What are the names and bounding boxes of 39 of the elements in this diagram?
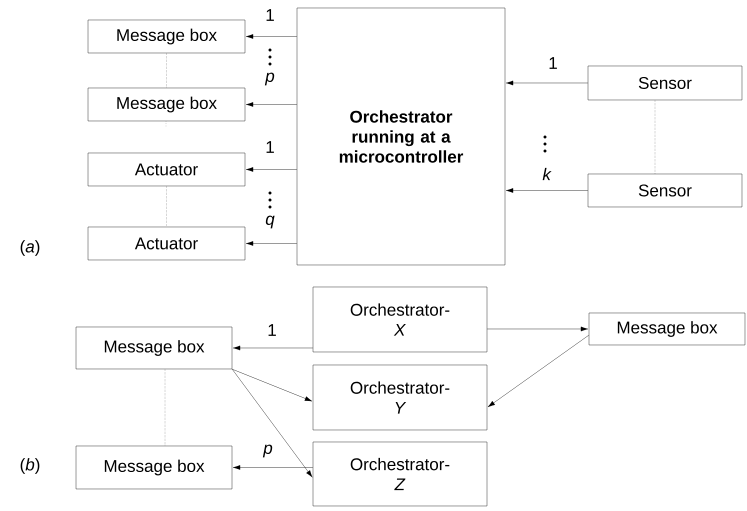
arrow xyxy=(232,346,313,350)
arrow xyxy=(246,102,297,107)
process-box: Actuator xyxy=(88,226,246,260)
arrow xyxy=(246,167,297,172)
arrow xyxy=(506,188,588,193)
arrow xyxy=(488,335,589,408)
edge-label: q xyxy=(266,216,275,228)
arrow xyxy=(487,326,588,332)
panel-label: (a) xyxy=(20,240,40,256)
process-box: Orchestrator- Z xyxy=(312,442,488,506)
process-box: Sensor xyxy=(588,66,742,100)
edge-label: p xyxy=(264,72,274,86)
dotted-line xyxy=(654,100,656,174)
dotted-line xyxy=(166,186,167,227)
arrow xyxy=(232,465,313,470)
edge-label: 1 xyxy=(550,57,557,69)
process-box: Actuator xyxy=(88,152,246,186)
edge-label: 1 xyxy=(266,141,274,153)
process-box: Message box xyxy=(76,326,232,370)
process-box: Message box xyxy=(88,88,246,122)
arrow xyxy=(246,34,297,39)
arrow xyxy=(232,368,312,478)
process-box: Message box xyxy=(76,446,232,490)
orchestrator-box: Orchestrator running at a microcontroller xyxy=(296,8,506,266)
edge-label: 1 xyxy=(268,324,276,336)
edge-label: p xyxy=(262,444,272,458)
process-box: Message box xyxy=(588,312,746,346)
edge-label: k xyxy=(542,168,552,180)
arrow xyxy=(506,80,588,86)
dotted-line xyxy=(164,368,166,446)
dotted-line xyxy=(166,53,167,88)
process-box: Sensor xyxy=(588,174,742,208)
edge-label: 1 xyxy=(266,9,274,21)
process-box: Orchestrator- Y xyxy=(312,364,488,430)
arrow xyxy=(232,368,312,402)
process-box: Message box xyxy=(88,20,246,54)
process-box: Orchestrator- X xyxy=(312,286,488,352)
arrow xyxy=(246,241,297,246)
panel-label: (b) xyxy=(20,458,40,474)
